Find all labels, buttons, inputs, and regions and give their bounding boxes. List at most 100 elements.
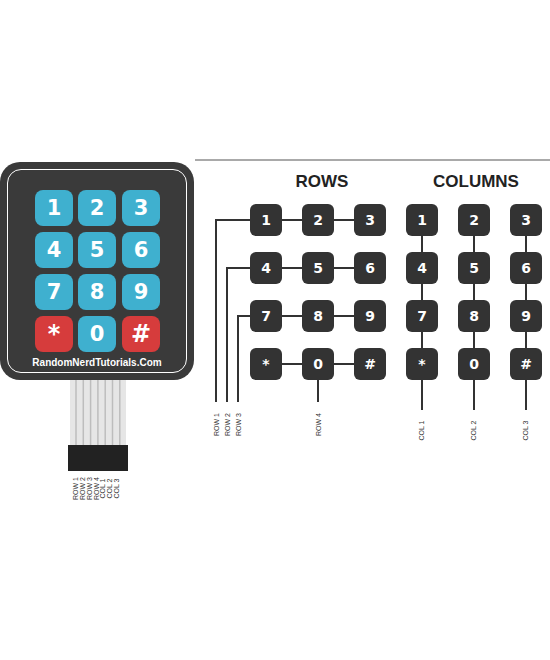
pin-label: ROW 4 — [92, 477, 99, 500]
pin-label: ROW 1 — [212, 413, 219, 436]
key-box: 4 — [406, 252, 438, 284]
key-label: 0 — [469, 356, 479, 372]
key-label: 4 — [417, 260, 427, 276]
pin-label: ROW 2 — [78, 477, 85, 500]
col-wire — [473, 380, 475, 410]
key-wire — [334, 315, 354, 317]
key-box: * — [250, 348, 282, 380]
keypad-key: 0 — [78, 316, 116, 352]
section-heading: ROWS — [296, 172, 349, 192]
keypad-key: 5 — [78, 232, 116, 268]
key-label: # — [364, 356, 376, 372]
key-box: 7 — [406, 300, 438, 332]
key-label: 2 — [313, 212, 323, 228]
ribbon-trace — [119, 380, 121, 445]
key-box: 8 — [458, 300, 490, 332]
key-label: # — [520, 356, 532, 372]
divider-line — [195, 160, 550, 161]
key-wire — [334, 267, 354, 269]
key-label: 7 — [47, 280, 62, 304]
connector-header — [68, 445, 128, 471]
ribbon-trace — [90, 380, 92, 445]
key-wire — [525, 236, 527, 252]
keypad-key: 7 — [35, 274, 73, 310]
key-label: * — [262, 356, 269, 372]
brand-text: RandomNerdTutorials.Com — [0, 357, 194, 368]
key-box: 6 — [510, 252, 542, 284]
key-label: 4 — [47, 238, 62, 262]
key-box: 4 — [250, 252, 282, 284]
pin-label: COL 1 — [99, 478, 106, 498]
key-wire — [282, 267, 302, 269]
key-box: 1 — [406, 204, 438, 236]
key-label: 1 — [47, 196, 62, 220]
key-wire — [282, 219, 302, 221]
pin-label: COL 3 — [522, 420, 529, 440]
ribbon-trace — [83, 380, 85, 445]
row-wire — [216, 220, 250, 402]
col-wire — [525, 380, 527, 410]
key-label: 6 — [365, 260, 375, 276]
key-wire — [473, 236, 475, 252]
key-box: 2 — [458, 204, 490, 236]
key-label: 9 — [365, 308, 375, 324]
key-label: 9 — [134, 280, 149, 304]
key-label: 0 — [313, 356, 323, 372]
section-heading: COLUMNS — [433, 172, 519, 192]
keypad-key: 4 — [35, 232, 73, 268]
key-wire — [421, 332, 423, 348]
key-label: 6 — [521, 260, 531, 276]
key-wire — [282, 315, 302, 317]
key-box: 3 — [510, 204, 542, 236]
pin-label: COL 1 — [418, 420, 425, 440]
key-label: 6 — [134, 238, 149, 262]
key-box: 5 — [458, 252, 490, 284]
keypad-key: 1 — [35, 190, 73, 226]
key-box: 7 — [250, 300, 282, 332]
key-label: * — [418, 356, 425, 372]
key-label: 7 — [417, 308, 427, 324]
key-wire — [421, 236, 423, 252]
key-box: 9 — [510, 300, 542, 332]
key-label: 5 — [469, 260, 479, 276]
row-col-wires — [216, 220, 526, 410]
keypad-key: 8 — [78, 274, 116, 310]
pin-label: ROW 4 — [314, 413, 321, 436]
keypad-key: 2 — [78, 190, 116, 226]
key-label: 1 — [261, 212, 271, 228]
key-label: 8 — [90, 280, 105, 304]
key-wire — [473, 332, 475, 348]
key-box: 1 — [250, 204, 282, 236]
key-box: 9 — [354, 300, 386, 332]
key-box: 8 — [302, 300, 334, 332]
keypad-key: * — [35, 316, 73, 352]
keypad-key: 3 — [122, 190, 160, 226]
key-label: 5 — [313, 260, 323, 276]
key-label: # — [131, 320, 151, 348]
key-label: 8 — [469, 308, 479, 324]
key-label: 5 — [90, 238, 105, 262]
pin-label: COL 2 — [106, 478, 113, 498]
key-wire — [334, 219, 354, 221]
key-wire — [473, 284, 475, 300]
keypad-key: # — [122, 316, 160, 352]
pin-label: ROW 3 — [85, 477, 92, 500]
ribbon-cable — [70, 378, 126, 446]
key-label: 2 — [90, 196, 105, 220]
key-box: 2 — [302, 204, 334, 236]
key-box: * — [406, 348, 438, 380]
ribbon-trace — [97, 380, 99, 445]
key-label: 0 — [90, 322, 105, 346]
keypad-key: 9 — [122, 274, 160, 310]
key-box: 5 — [302, 252, 334, 284]
key-label: 3 — [365, 212, 375, 228]
row-wire — [238, 316, 250, 402]
key-box: 3 — [354, 204, 386, 236]
keypad-body: RandomNerdTutorials.Com123456789*0# — [0, 162, 194, 380]
key-label: * — [48, 320, 61, 348]
ribbon-trace — [112, 380, 114, 445]
pin-label: COL 2 — [470, 420, 477, 440]
key-wire — [525, 332, 527, 348]
ribbon-traces — [76, 380, 120, 445]
pin-label: COL 3 — [113, 478, 120, 498]
